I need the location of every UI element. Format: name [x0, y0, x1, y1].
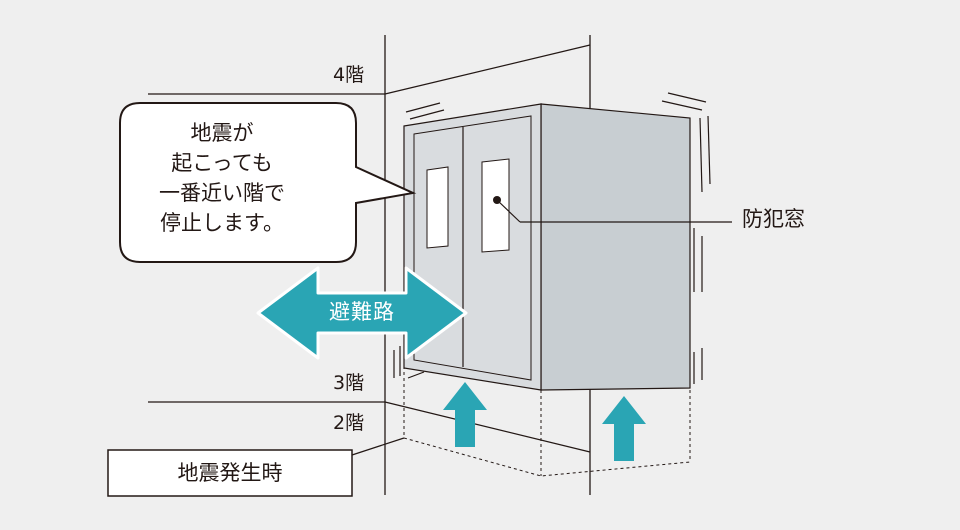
speech-bubble-text: 地震が 起こっても 一番近い階で 停止します。	[122, 118, 322, 238]
floor-line-3-perspective	[384, 401, 591, 453]
crime-window-label: 防犯窓	[742, 207, 805, 231]
up-arrow-left	[443, 382, 487, 447]
bubble-line-4: 停止します。	[160, 211, 284, 235]
leader-line-angled	[496, 199, 521, 223]
floor-label-3: 3階	[333, 372, 365, 394]
bubble-line-1: 地震が	[190, 121, 254, 145]
car-side-panel	[540, 103, 691, 391]
floor-label-4: 4階	[333, 64, 365, 86]
car-previous-position	[403, 300, 691, 477]
quake-label-box	[107, 449, 353, 497]
floor-line-4-perspective	[384, 44, 591, 95]
shake-marks	[393, 92, 711, 384]
speech-bubble	[119, 102, 417, 263]
crime-window-left	[426, 166, 449, 249]
route-double-arrow	[256, 266, 468, 360]
bubble-line-2: 起こっても	[171, 151, 273, 175]
up-arrow-right	[602, 396, 646, 461]
bubble-line-3: 一番近い階で	[159, 181, 285, 205]
car-front-panel	[403, 103, 542, 391]
evac-route-label: 避難路	[329, 300, 395, 324]
crime-window-right	[481, 158, 510, 253]
floor-label-2: 2階	[333, 412, 365, 434]
quake-callout-line	[351, 437, 405, 456]
earthquake-label: 地震発生時	[177, 461, 283, 485]
